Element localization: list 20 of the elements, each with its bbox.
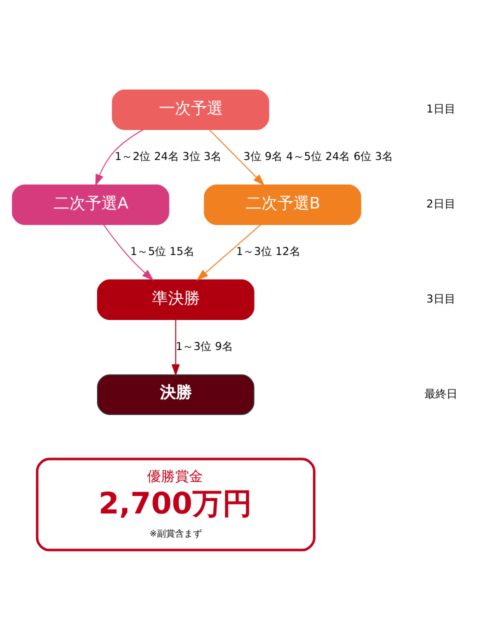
arrow — [103, 224, 154, 281]
label: 3日目 — [426, 292, 456, 306]
node-box: 決勝 — [97, 374, 254, 415]
label: 2日目 — [426, 198, 456, 210]
node-box: 一次予選 — [112, 89, 270, 130]
arrow — [95, 129, 144, 186]
edge-label: 3位 9名 4～5位 24名 6位 3名 — [243, 150, 393, 164]
arrow — [196, 224, 262, 281]
edge-label: 1～3位 12名 — [236, 244, 300, 258]
arrow — [172, 319, 180, 376]
node-box: 二次予選A — [12, 184, 170, 226]
arrow — [208, 129, 265, 186]
label: 1日目 — [426, 102, 456, 116]
node-box: 準決勝 — [97, 279, 254, 320]
edge-label: 1～3位 9名 — [176, 340, 233, 353]
edge-label: 1～2位 24名 3位 3名 — [114, 150, 222, 164]
label: 最終日 — [424, 387, 458, 400]
node-box: 優勝賞金 2,700万円 ※副賞含まず — [36, 458, 316, 552]
edge-label: 1～5位 15名 — [130, 244, 194, 258]
node-box: 二次予選B — [204, 184, 362, 226]
